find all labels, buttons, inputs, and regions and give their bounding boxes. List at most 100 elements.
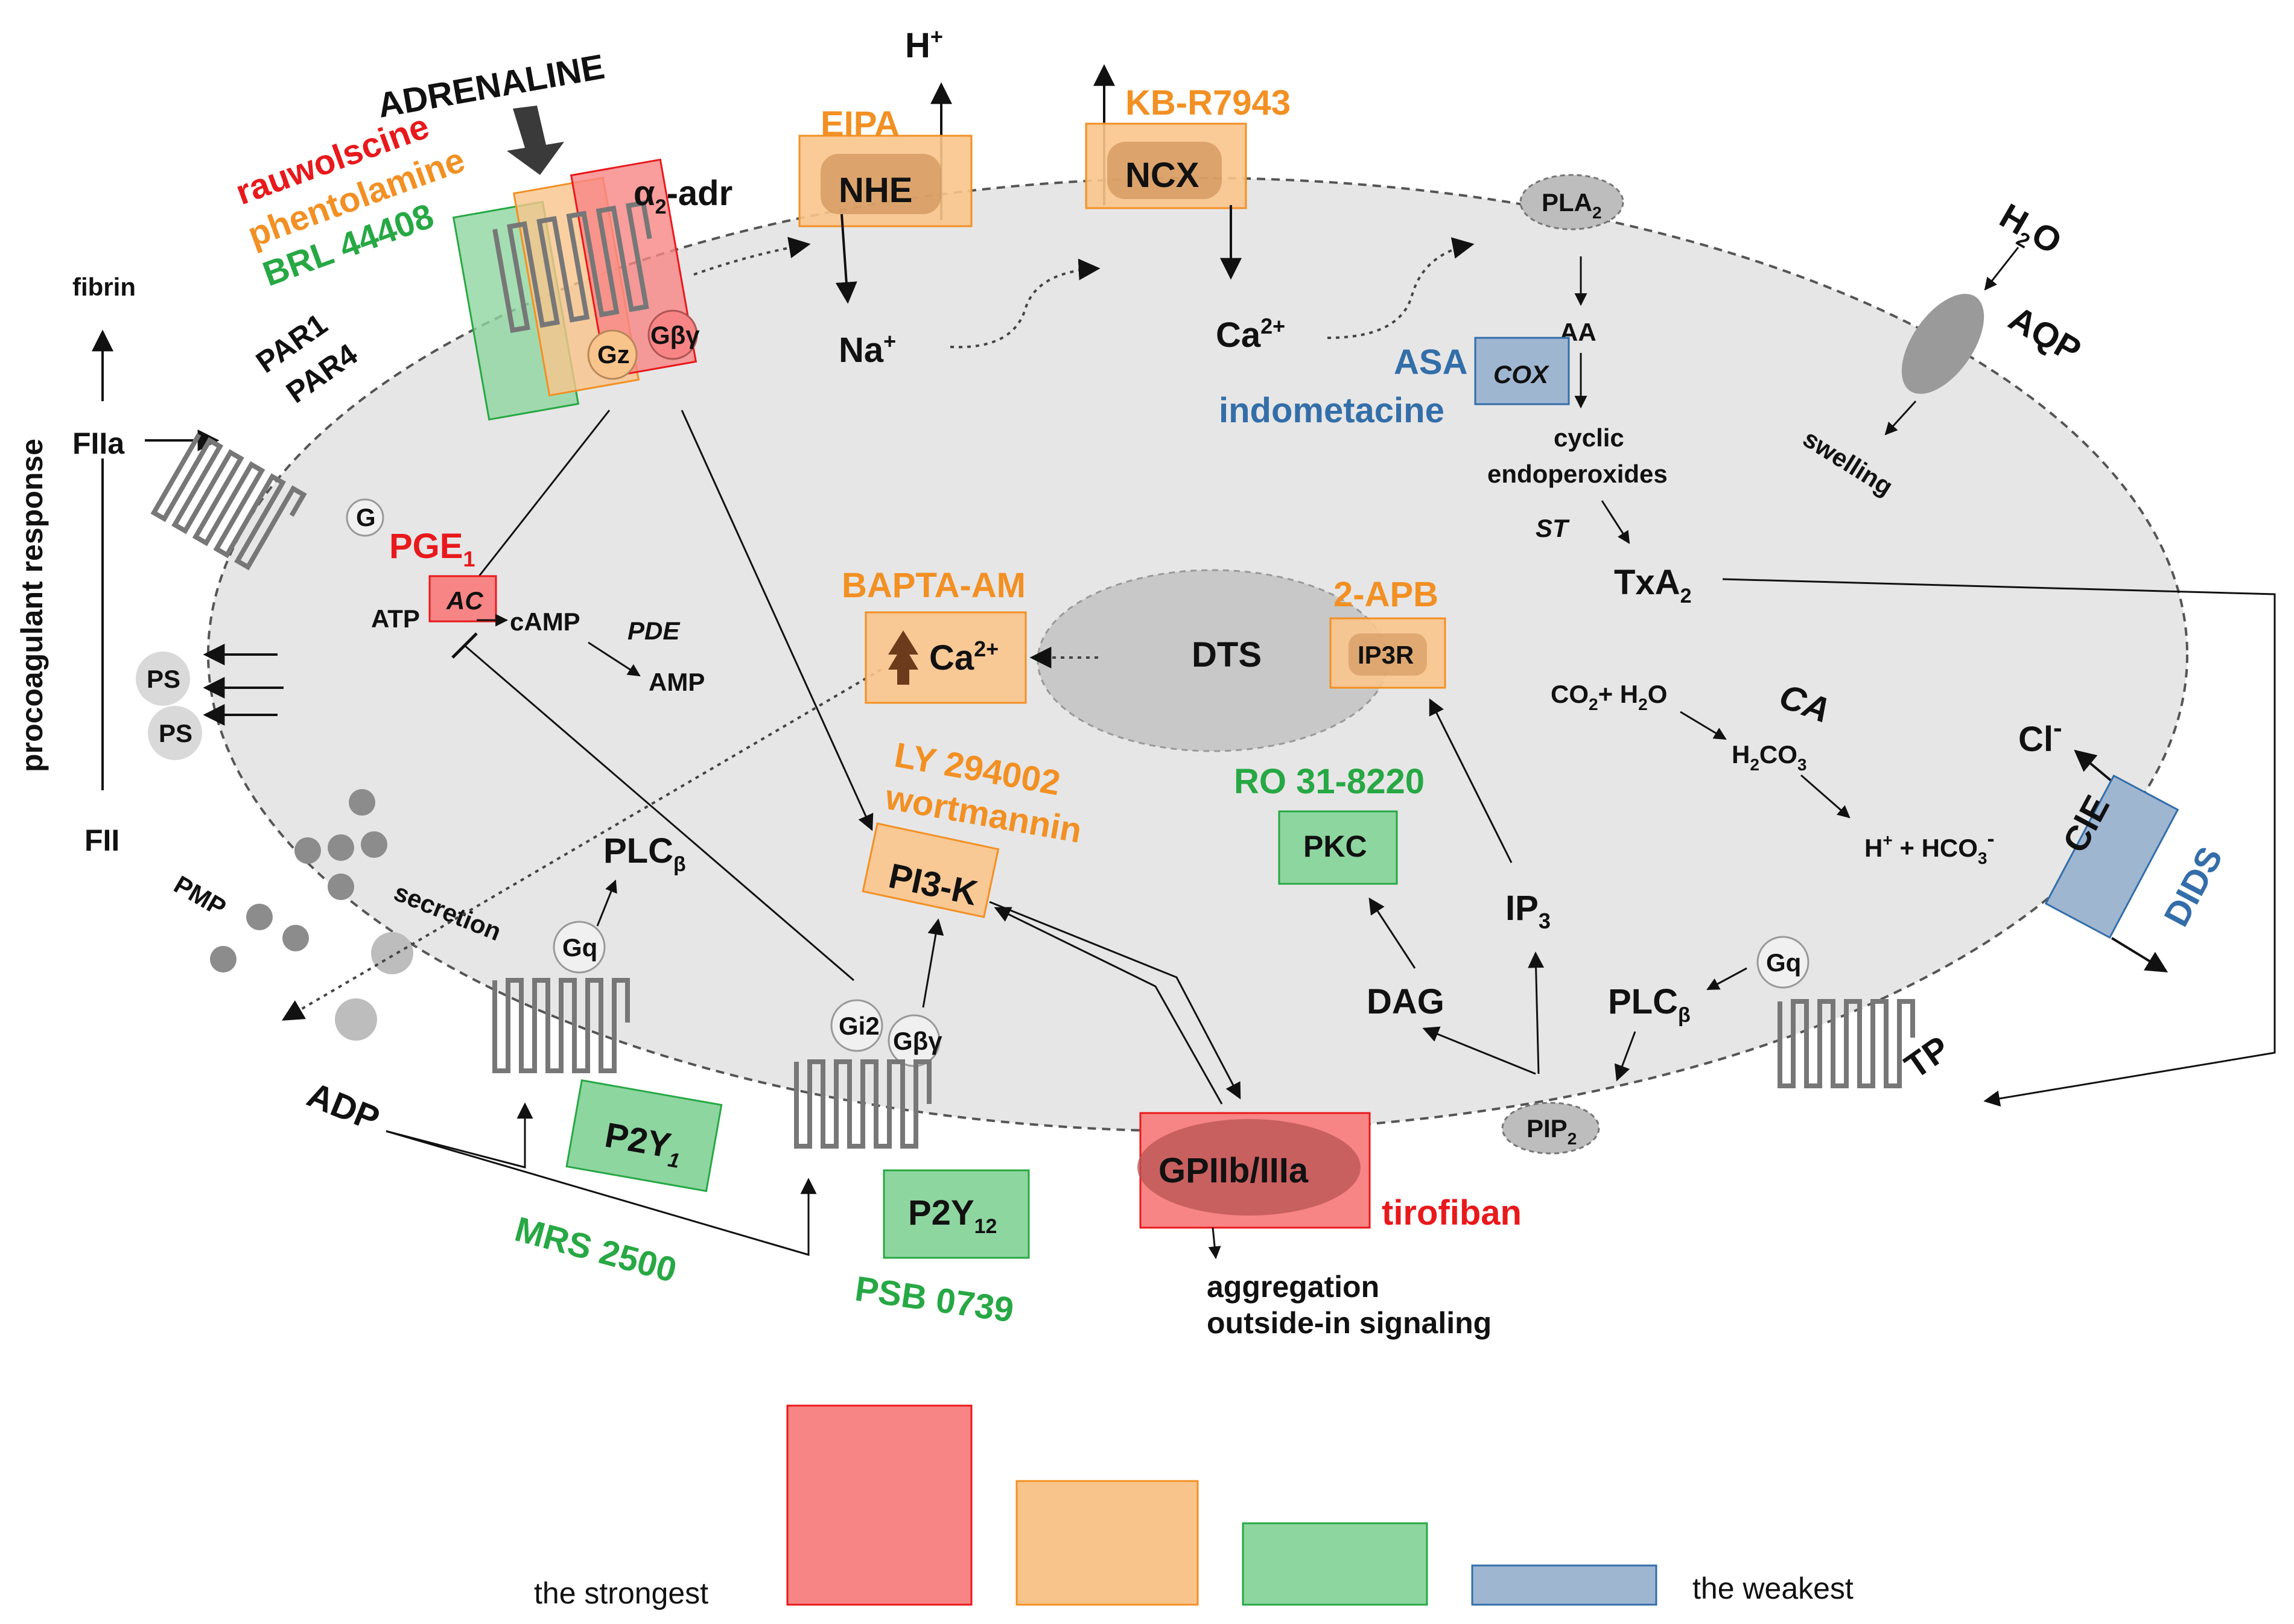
- ac-box: [428, 575, 497, 623]
- pla2-label: PLA2: [1542, 188, 1602, 222]
- tp-label: TP: [1898, 1029, 1957, 1086]
- legend-weakest-swatch: [1471, 1564, 1657, 1606]
- legend-strongest-swatch: [786, 1404, 973, 1606]
- cl-label: Cl-: [2018, 713, 2062, 759]
- gq2-to-plcb2-arrow: [1706, 967, 1747, 991]
- gi2-label: Gi2: [839, 1012, 880, 1040]
- ca-intracellular-box: [865, 611, 1027, 704]
- atp-label: ATP: [371, 604, 420, 633]
- par-receptor: [150, 433, 307, 571]
- pkc-label: PKC: [1303, 829, 1367, 863]
- gq2-label: Gq: [1766, 948, 1801, 977]
- aqp-to-swelling-arrow: [1884, 400, 1917, 436]
- gi2-inhibits-ac: [464, 644, 854, 982]
- gz-protein: [587, 329, 638, 380]
- st-label: ST: [1536, 514, 1570, 542]
- pi3k-gpiib-double-line-2: [994, 907, 1223, 1105]
- endoperoxides-to-txa2-arrow: [1601, 500, 1630, 544]
- ac-inhibition-bar: [451, 632, 478, 659]
- legend-strong-swatch: [1015, 1480, 1199, 1606]
- cox-box: [1474, 337, 1570, 405]
- adp-to-p2y12-arrow: [386, 1130, 817, 1257]
- bapta-label: BAPTA-AM: [842, 566, 1026, 605]
- gq1-protein: [553, 921, 606, 974]
- nhe-to-na-arrow: [835, 214, 857, 304]
- pi3k-gpiib-double-line-1: [989, 901, 1241, 1100]
- camp-label: cAMP: [510, 607, 580, 636]
- cie-to-outside-arrow: [2111, 937, 2168, 972]
- tirofiban-label: tirofiban: [1382, 1193, 1522, 1232]
- mrs-label: MRS 2500: [511, 1210, 681, 1290]
- gbg-label: Gβγ: [650, 321, 700, 349]
- endoperoxides-label: endoperoxides: [1487, 460, 1668, 488]
- ps-label-1: PS: [147, 665, 180, 693]
- fiia-label: FIIa: [72, 427, 125, 460]
- p2y12-receptor: [794, 1059, 932, 1149]
- ca-to-pla2-dotted: [1327, 237, 1475, 339]
- ca-intracellular-label: Ca2+: [929, 636, 999, 677]
- fibrin-label: fibrin: [72, 273, 136, 301]
- adrenaline-arrow: [507, 106, 564, 175]
- p2y12-box: [883, 1169, 1030, 1259]
- gq2-protein: [1756, 936, 1809, 989]
- legend-medium-swatch: [1242, 1522, 1428, 1606]
- amp-label: AMP: [649, 668, 705, 696]
- secretion-granule-1: [371, 932, 413, 974]
- txa2-label: TxA2: [1614, 563, 1692, 607]
- alpha2-label: α2-adr: [634, 174, 732, 218]
- nhe-channel: [821, 154, 941, 214]
- ca-to-secretion-dotted: [281, 668, 882, 1021]
- na-label: Na+: [839, 329, 896, 370]
- co2-label: CO2+ H2O: [1551, 680, 1667, 714]
- gq1-label: Gq: [562, 933, 597, 962]
- co2-to-h2co3-arrow: [1680, 711, 1727, 740]
- txa2-to-tp-arrow: [1722, 578, 2276, 1107]
- gbg-protein: [647, 309, 698, 360]
- ca-label: Ca2+: [1216, 314, 1285, 355]
- na-to-ncx-dotted: [950, 258, 1101, 349]
- ncx-label: NCX: [1125, 156, 1199, 195]
- plcb1-label: PLCβ: [603, 831, 686, 876]
- ip3r-channel: [1349, 633, 1427, 676]
- pla2-enzyme: [1519, 174, 1624, 230]
- pip2-to-ip3-arrow: [1528, 951, 1545, 1074]
- gz-label: Gz: [597, 340, 630, 369]
- apb-label: 2-APB: [1333, 575, 1438, 614]
- pip2-enzyme: [1501, 1102, 1600, 1155]
- ps-label-2: PS: [159, 719, 192, 747]
- gbg-to-pi3k-arrow: [681, 410, 874, 831]
- h-plus-label: H+: [905, 24, 943, 65]
- gz-to-ac-line: [475, 410, 611, 580]
- pip2-label: PIP2: [1527, 1114, 1577, 1148]
- cox-label: COX: [1493, 360, 1550, 389]
- ps-circle-1: [136, 652, 190, 706]
- legend: the strongest the weakest: [534, 1404, 1854, 1610]
- ncx-channel: [1107, 142, 1222, 199]
- kb-label: KB-R7943: [1125, 83, 1291, 122]
- h2co3-label: H2CO3: [1732, 740, 1807, 774]
- p2y12-label: P2Y12: [908, 1193, 997, 1238]
- pkc-box: [1278, 810, 1398, 885]
- pge1-label: PGE1: [389, 527, 475, 571]
- tp-receptor: [1778, 999, 1915, 1088]
- gpiib-label: GPIIb/IIIa: [1158, 1151, 1309, 1190]
- h2co3-to-hco3-arrow: [1800, 774, 1851, 819]
- h2o-label: H2O: [1991, 196, 2068, 267]
- dids-label: DIDS: [2156, 840, 2230, 933]
- legend-weakest-label: the weakest: [1692, 1572, 1854, 1605]
- alpha2-receptor: [492, 200, 652, 334]
- alpha2-to-nhe-dotted: [693, 236, 811, 276]
- cie-box: [2044, 774, 2179, 939]
- asa-label: ASA: [1394, 343, 1467, 382]
- cyclic-label: cyclic: [1554, 423, 1624, 452]
- ps-circle-2: [148, 706, 202, 760]
- psb-label: PSB 0739: [853, 1269, 1016, 1330]
- ip3-label: IP3: [1505, 889, 1551, 933]
- gi2-protein: [830, 999, 883, 1052]
- ca-rise-icon: [888, 630, 918, 685]
- outside-in-label: outside-in signaling: [1207, 1306, 1492, 1340]
- ip3-to-ip3r-arrow: [1429, 698, 1513, 863]
- ac-label: AC: [446, 586, 483, 615]
- fii-label: FII: [84, 823, 119, 857]
